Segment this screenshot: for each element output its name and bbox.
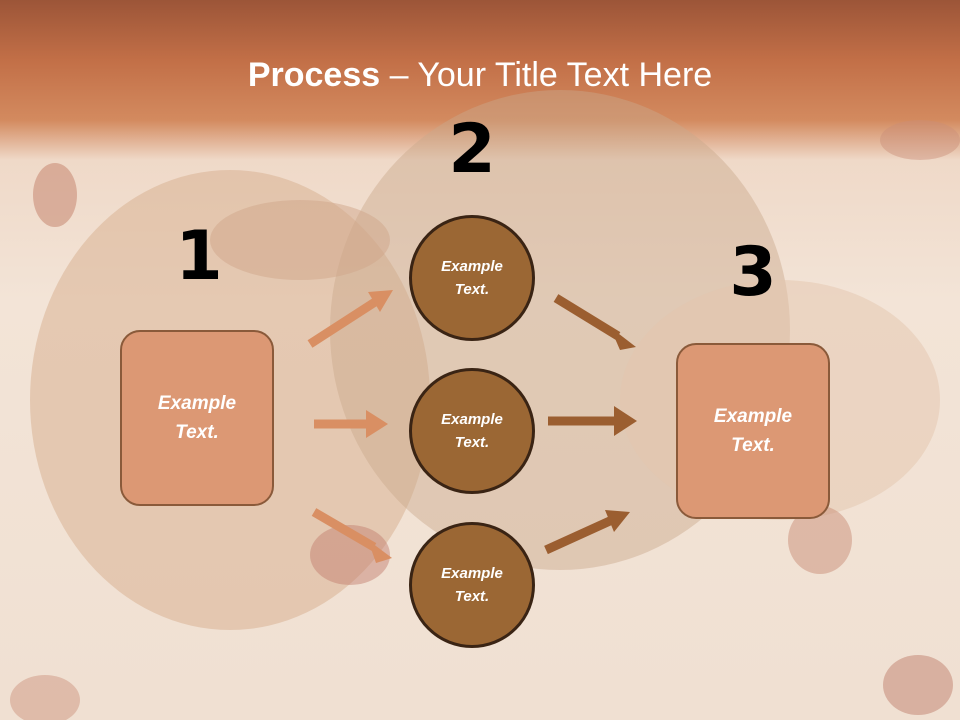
left-box-line2: Text. xyxy=(175,422,219,443)
circle-top-text: Example Text. xyxy=(417,255,527,301)
circle-middle-text: Example Text. xyxy=(417,408,527,454)
arrow-left-to-top xyxy=(307,290,393,348)
circle-middle-line1: Example xyxy=(441,411,503,428)
arrow-left-to-middle xyxy=(314,410,388,438)
arrow-bottom-to-right xyxy=(544,510,630,555)
circle-bottom-text: Example Text. xyxy=(417,562,527,608)
circle-top-line1: Example xyxy=(441,258,503,275)
arrow-left-to-bottom xyxy=(311,508,392,563)
left-box-line1: Example xyxy=(157,393,237,414)
right-box-line1: Example xyxy=(713,406,793,427)
title-bold: Process xyxy=(247,56,381,94)
left-box-text: Example Text. xyxy=(142,389,252,447)
step-number-3: 3 xyxy=(729,233,777,312)
left-box: Example Text. xyxy=(120,330,274,506)
circle-top-line2: Text. xyxy=(454,281,490,298)
right-box: Example Text. xyxy=(676,343,830,519)
slide-title: Process – Your Title Text Here xyxy=(0,54,960,96)
step-number-2: 2 xyxy=(448,110,496,189)
circle-bottom-line2: Text. xyxy=(454,588,490,605)
circle-top: Example Text. xyxy=(409,215,535,341)
circle-bottom: Example Text. xyxy=(409,522,535,648)
arrow-middle-to-right xyxy=(548,406,637,436)
title-rest: – Your Title Text Here xyxy=(380,56,713,94)
arrow-top-to-right xyxy=(553,294,636,350)
circle-middle-line2: Text. xyxy=(454,434,490,451)
right-box-line2: Text. xyxy=(731,435,775,456)
step-number-1: 1 xyxy=(175,217,223,296)
right-box-text: Example Text. xyxy=(698,402,808,460)
circle-bottom-line1: Example xyxy=(441,565,503,582)
circle-middle: Example Text. xyxy=(409,368,535,494)
